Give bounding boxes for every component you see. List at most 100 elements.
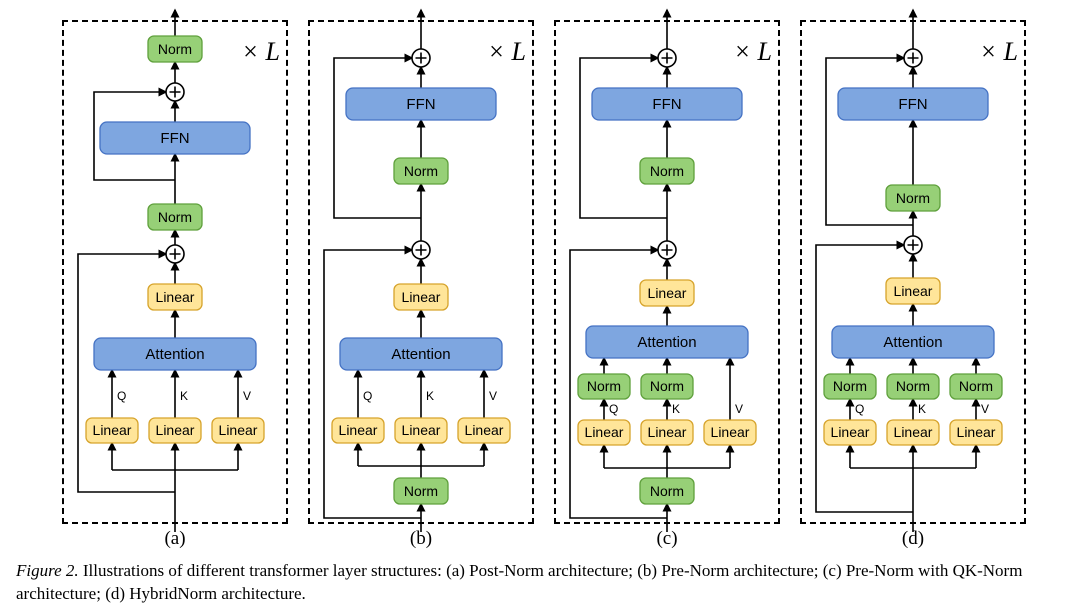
norm-box: Norm: [885, 184, 941, 212]
svg-text:Linear: Linear: [465, 422, 504, 438]
svg-text:Norm: Norm: [650, 378, 684, 394]
norm-box: Norm: [639, 157, 695, 185]
svg-text:Norm: Norm: [650, 163, 684, 179]
linear-box: Linear: [885, 277, 941, 305]
norm-k-box: Norm: [640, 373, 694, 400]
svg-text:Norm: Norm: [833, 378, 867, 394]
add-node: [411, 240, 431, 260]
svg-text:Linear: Linear: [156, 422, 195, 438]
linear-v-box: Linear: [949, 419, 1003, 446]
attention-box: Attention: [831, 325, 995, 359]
panel-c-diagram: FFN Norm Linear Attention: [554, 8, 780, 532]
q-label: Q: [855, 402, 864, 416]
add-node: [657, 48, 677, 68]
svg-text:Linear: Linear: [156, 289, 195, 305]
norm-k-box: Norm: [886, 373, 940, 400]
linear-k-box: Linear: [394, 417, 448, 444]
repeat-label: × L: [241, 37, 280, 66]
attention-box: Attention: [585, 325, 749, 359]
svg-text:FFN: FFN: [898, 96, 927, 113]
q-label: Q: [363, 389, 372, 403]
svg-text:Norm: Norm: [404, 483, 438, 499]
norm-box: Norm: [147, 203, 203, 231]
svg-text:Norm: Norm: [650, 483, 684, 499]
linear-q-box: Linear: [85, 417, 139, 444]
svg-text:Norm: Norm: [404, 163, 438, 179]
svg-text:Linear: Linear: [894, 283, 933, 299]
svg-text:Norm: Norm: [158, 41, 192, 57]
repeat-label: × L: [979, 37, 1018, 66]
add-node: [903, 235, 923, 255]
svg-text:Norm: Norm: [896, 190, 930, 206]
ffn-box: FFN: [99, 121, 251, 155]
svg-text:Linear: Linear: [219, 422, 258, 438]
svg-text:Attention: Attention: [883, 334, 942, 351]
connectors: [323, 8, 489, 532]
q-label: Q: [609, 402, 618, 416]
connectors: [815, 8, 981, 532]
svg-text:Attention: Attention: [145, 346, 204, 363]
v-label: V: [243, 389, 251, 403]
ffn-box: FFN: [837, 87, 989, 121]
v-label: V: [981, 402, 989, 416]
svg-text:Norm: Norm: [587, 378, 621, 394]
ffn-box: FFN: [345, 87, 497, 121]
norm-box: Norm: [393, 157, 449, 185]
linear-v-box: Linear: [211, 417, 265, 444]
add-node: [411, 48, 431, 68]
svg-text:Linear: Linear: [402, 422, 441, 438]
caption-figure-label: Figure 2.: [16, 561, 79, 580]
v-label: V: [489, 389, 497, 403]
v-label: V: [735, 402, 743, 416]
linear-q-box: Linear: [577, 419, 631, 446]
panel-b: FFN Norm Linear Attention Q K: [308, 8, 534, 550]
svg-text:FFN: FFN: [160, 130, 189, 147]
k-label: K: [180, 389, 188, 403]
attention-box: Attention: [93, 337, 257, 371]
q-label: Q: [117, 389, 126, 403]
svg-text:Attention: Attention: [391, 346, 450, 363]
panel-d-letter: (d): [901, 528, 925, 549]
norm-v-box: Norm: [949, 373, 1003, 400]
figure-caption: Figure 2. Illustrations of different tra…: [16, 560, 1062, 606]
linear-box: Linear: [639, 279, 695, 307]
repeat-label: × L: [733, 37, 772, 66]
svg-text:Linear: Linear: [648, 424, 687, 440]
linear-v-box: Linear: [457, 417, 511, 444]
panel-c: FFN Norm Linear Attention: [554, 8, 780, 550]
panel-c-letter: (c): [656, 528, 678, 549]
caption-text: Illustrations of different transformer l…: [16, 561, 1023, 603]
svg-text:FFN: FFN: [406, 96, 435, 113]
connectors: [77, 8, 243, 532]
svg-text:Norm: Norm: [158, 209, 192, 225]
linear-k-box: Linear: [886, 419, 940, 446]
linear-box: Linear: [393, 283, 449, 311]
connectors: [569, 8, 735, 532]
norm-box: Norm: [393, 477, 449, 505]
svg-text:Linear: Linear: [711, 424, 750, 440]
ffn-box: FFN: [591, 87, 743, 121]
linear-box: Linear: [147, 283, 203, 311]
svg-text:Norm: Norm: [896, 378, 930, 394]
attention-box: Attention: [339, 337, 503, 371]
panel-d: FFN Norm Linear Attention: [800, 8, 1026, 550]
svg-text:FFN: FFN: [652, 96, 681, 113]
panel-a: Norm FFN Norm Linear: [62, 8, 288, 550]
figure-panels: Norm FFN Norm Linear: [62, 8, 1026, 550]
add-node: [165, 244, 185, 264]
repeat-label: × L: [487, 37, 526, 66]
svg-text:Linear: Linear: [831, 424, 870, 440]
svg-text:Linear: Linear: [894, 424, 933, 440]
panel-b-letter: (b): [409, 528, 433, 549]
norm-q-box: Norm: [577, 373, 631, 400]
k-label: K: [426, 389, 434, 403]
svg-text:Attention: Attention: [637, 334, 696, 351]
norm-box: Norm: [639, 477, 695, 505]
norm-q-box: Norm: [823, 373, 877, 400]
add-node: [903, 48, 923, 68]
linear-q-box: Linear: [331, 417, 385, 444]
svg-text:Linear: Linear: [957, 424, 996, 440]
svg-text:Linear: Linear: [93, 422, 132, 438]
add-node: [165, 82, 185, 102]
svg-text:Linear: Linear: [585, 424, 624, 440]
